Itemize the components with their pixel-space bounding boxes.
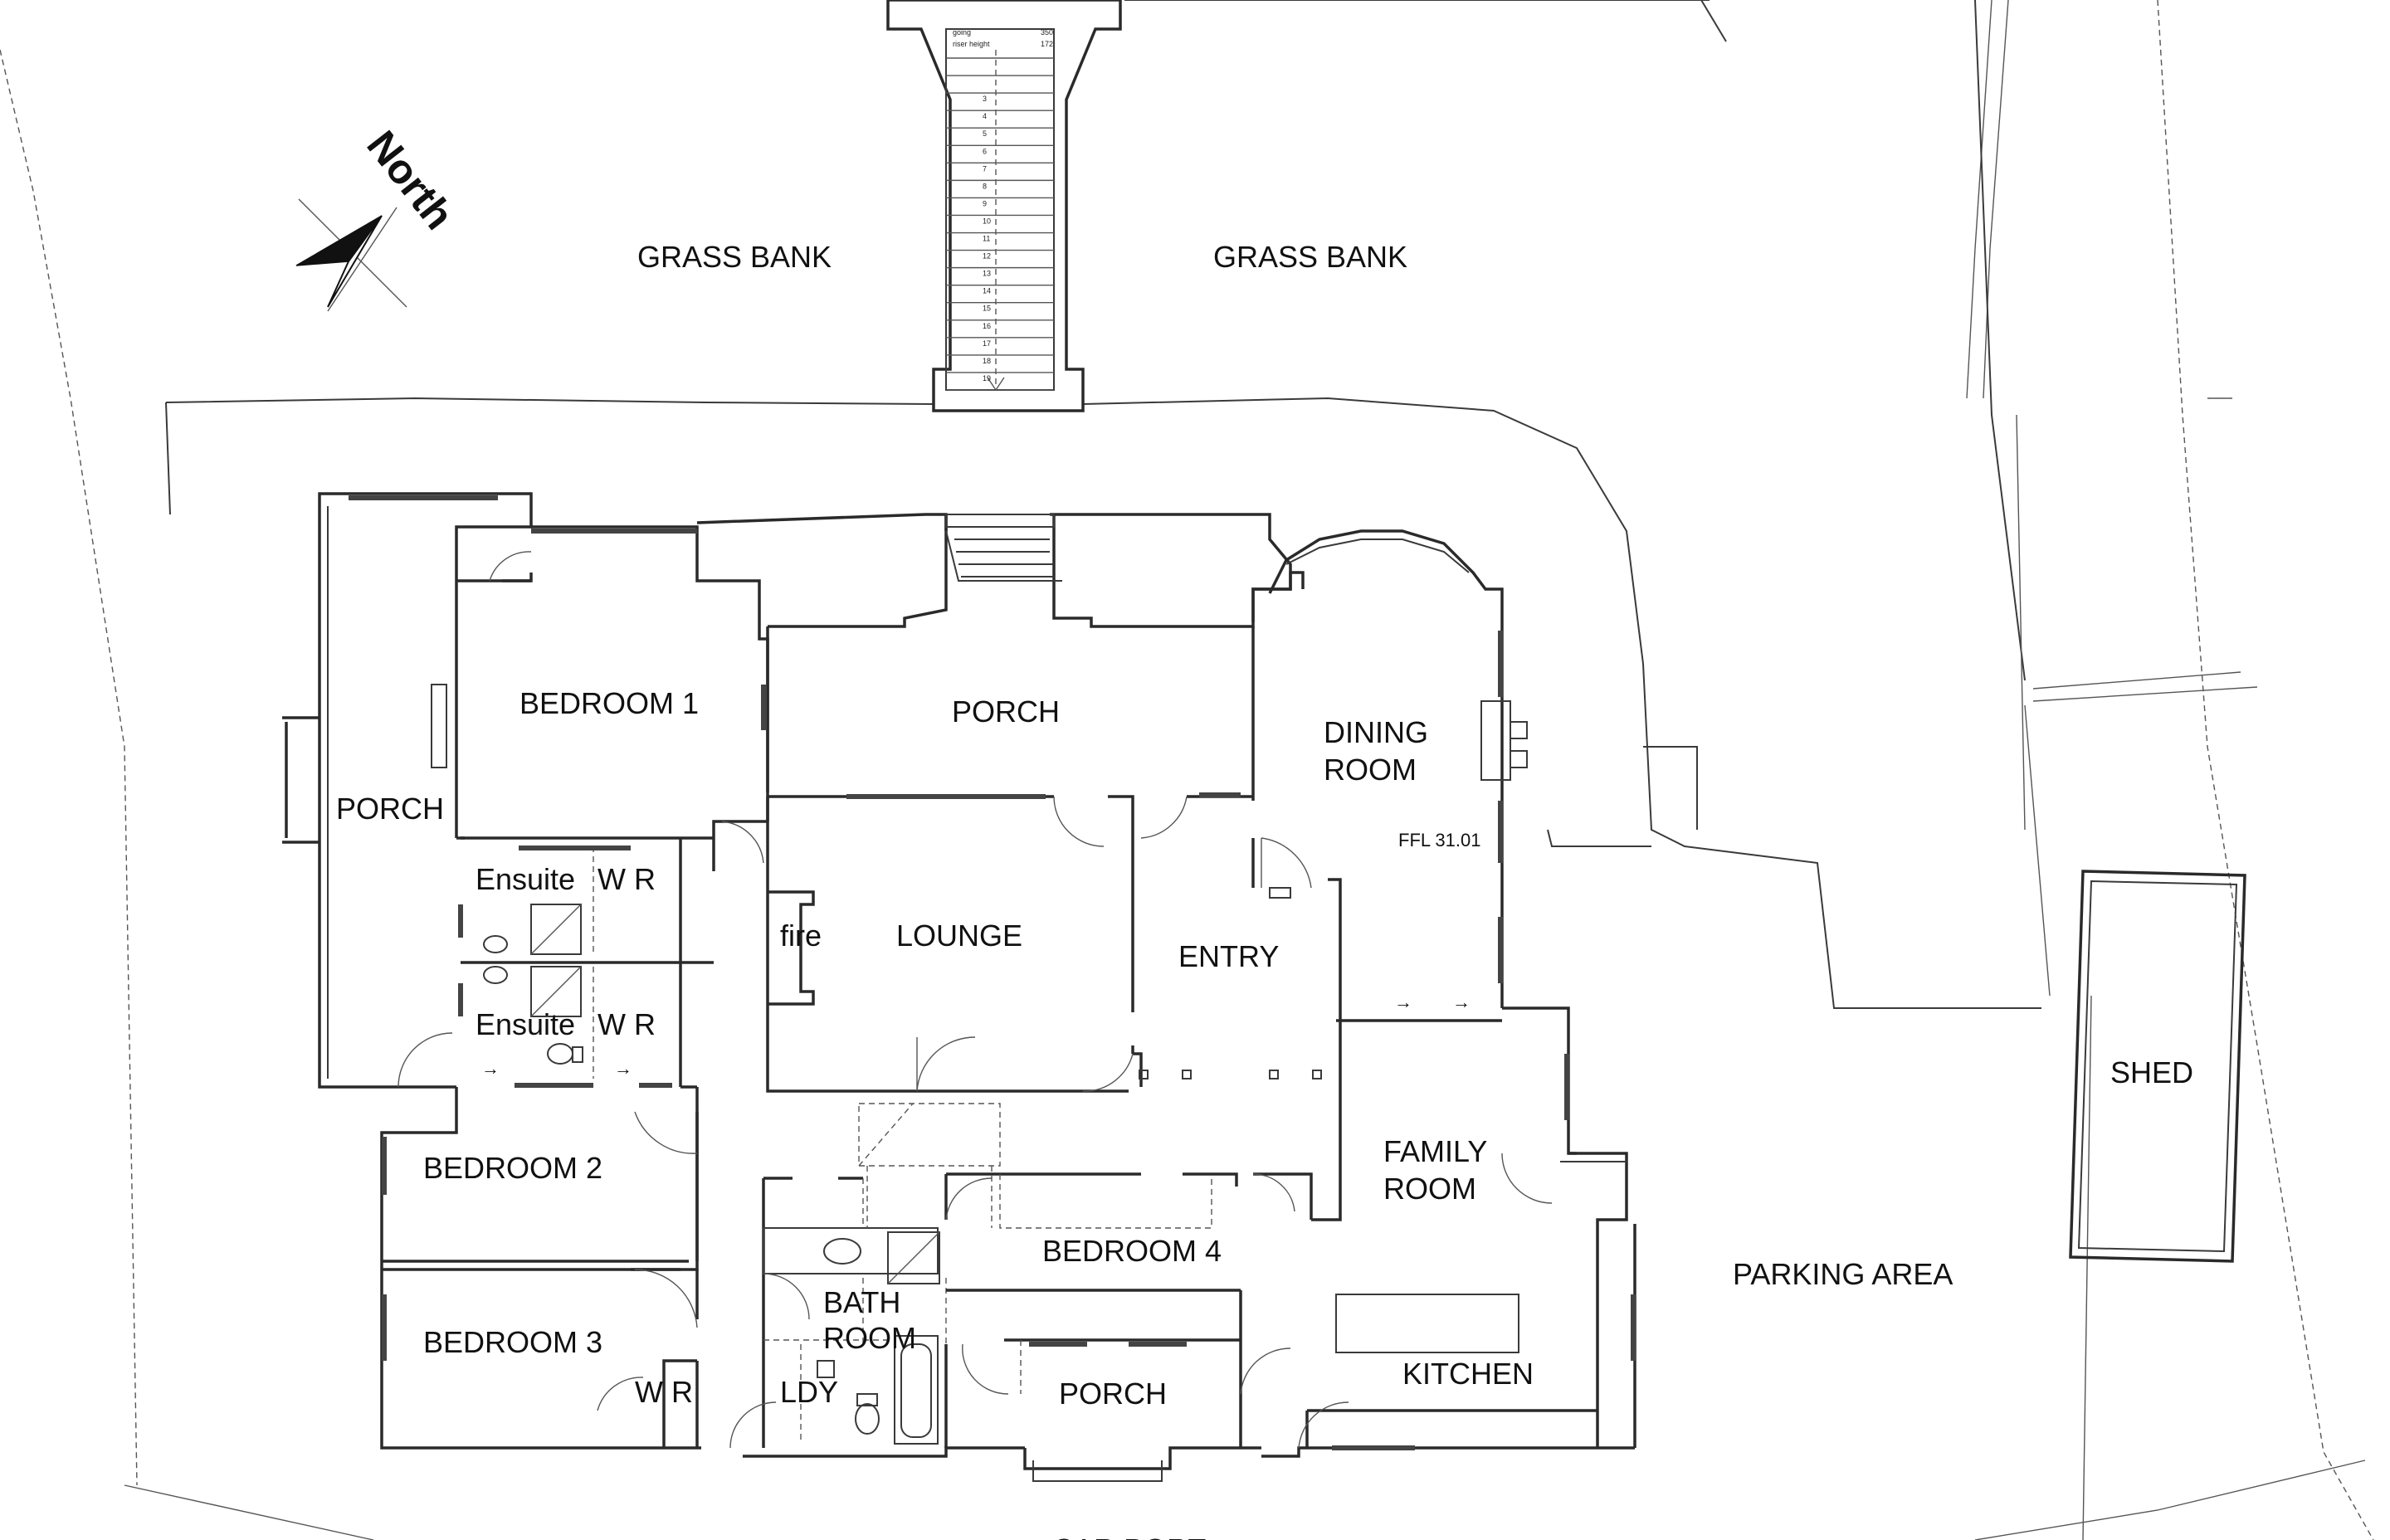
arrow-mark: → <box>1452 992 1471 1012</box>
stair-step-number: 12 <box>983 252 991 261</box>
label-car-port: CAR PORT <box>1052 1533 1206 1540</box>
stair-step-number: 3 <box>983 95 987 103</box>
label-bedroom-4: BEDROOM 4 <box>1042 1234 1222 1268</box>
arrow-mark: → <box>1394 992 1412 1012</box>
label-bath: BATH <box>823 1285 900 1319</box>
label-family: FAMILY <box>1383 1134 1487 1168</box>
interior-walls: → → → → <box>398 795 1597 1449</box>
north-arrow-icon <box>295 215 383 266</box>
grass-bank-edge <box>165 0 2041 1009</box>
stair-step-number: 4 <box>983 112 987 120</box>
label-wr-2: W R <box>598 1007 656 1041</box>
house-walls <box>282 492 1636 1482</box>
stair-treads <box>946 57 1054 391</box>
stair-step-number: 19 <box>983 374 991 383</box>
label-bedroom-3: BEDROOM 3 <box>423 1325 602 1359</box>
label-dining: DINING <box>1324 715 1428 749</box>
label-grass-bank-left: GRASS BANK <box>637 240 832 274</box>
stair-riser-label: riser height <box>953 40 990 48</box>
stair-step-number: 6 <box>983 147 987 155</box>
label-grass-bank-right: GRASS BANK <box>1213 240 1407 274</box>
label-porch-north: PORCH <box>952 694 1060 729</box>
stair-step-number: 5 <box>983 129 987 138</box>
stair-step-number: 11 <box>983 235 990 243</box>
north-arrow: North <box>295 122 463 312</box>
stair-going-value: 350 <box>1041 28 1053 37</box>
label-wr-1: W R <box>598 862 656 896</box>
stair-step-number: 9 <box>983 199 987 207</box>
label-bedroom-1: BEDROOM 1 <box>519 686 699 720</box>
north-stairs: going 350 riser height 172 3 4 5 6 7 8 9 10 11 12… <box>886 0 1122 412</box>
stair-step-number: 16 <box>983 322 991 330</box>
stair-step-number: 14 <box>983 287 991 295</box>
label-ffl: FFL 31.01 <box>1398 830 1480 850</box>
label-family-room: ROOM <box>1383 1172 1476 1206</box>
stair-step-number: 18 <box>983 357 991 365</box>
label-porch-south: PORCH <box>1059 1377 1167 1411</box>
label-fire: fire <box>780 919 822 953</box>
label-bath-room: ROOM <box>823 1321 916 1355</box>
stair-step-number: 13 <box>983 270 991 278</box>
shed <box>2069 870 2246 1263</box>
stair-going-label: going <box>953 28 971 37</box>
label-bedroom-2: BEDROOM 2 <box>423 1151 602 1185</box>
label-wr-3: W R <box>635 1375 693 1409</box>
label-ldy: LDY <box>780 1375 838 1409</box>
arrow-mark: → <box>481 1058 500 1079</box>
room-labels: GRASS BANK GRASS BANK PORCH BEDROOM 1 PO… <box>336 240 2193 1540</box>
label-porch-west: PORCH <box>336 792 444 826</box>
label-kitchen: KITCHEN <box>1402 1357 1534 1391</box>
stair-step-number: 10 <box>983 217 991 225</box>
label-dining-room: ROOM <box>1324 753 1417 787</box>
label-entry: ENTRY <box>1178 939 1279 973</box>
arrow-mark: → <box>614 1058 632 1079</box>
stair-step-number: 17 <box>983 339 991 348</box>
stair-riser-value: 172 <box>1041 40 1053 48</box>
windows <box>349 495 1636 1450</box>
label-parking-area: PARKING AREA <box>1733 1257 1953 1291</box>
stair-step-number: 15 <box>983 305 991 313</box>
stair-step-number: 7 <box>983 164 987 173</box>
label-ensuite-1: Ensuite <box>476 862 575 896</box>
label-lounge: LOUNGE <box>896 919 1022 953</box>
stair-step-numbers: 3 4 5 6 7 8 9 10 11 12 13 14 15 16 17 18 19 <box>983 95 991 383</box>
label-ensuite-2: Ensuite <box>476 1007 575 1041</box>
label-shed: SHED <box>2110 1055 2193 1089</box>
stair-step-number: 8 <box>983 182 987 190</box>
